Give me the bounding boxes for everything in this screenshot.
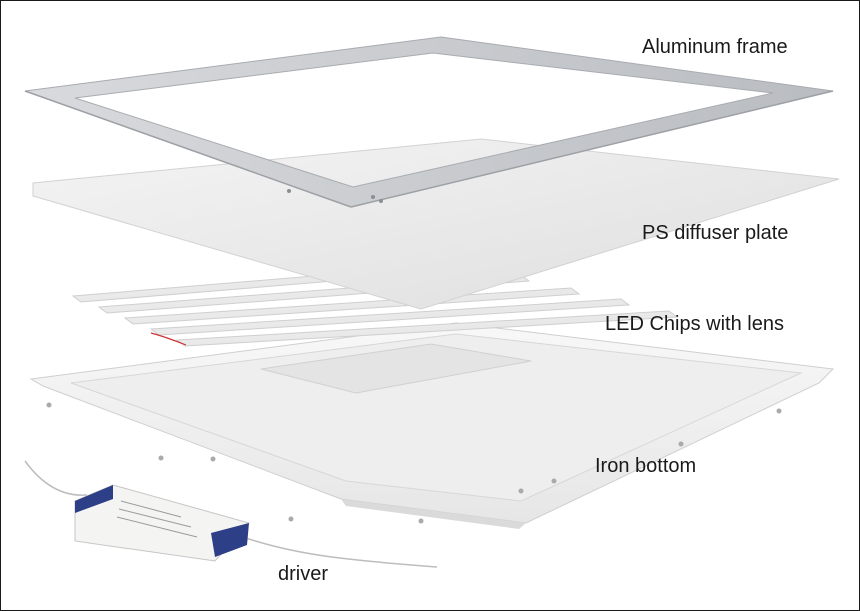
- label-driver: driver: [278, 563, 329, 585]
- iron-bottom-part: [29, 322, 835, 529]
- aluminum-frame-part: [24, 36, 834, 208]
- driver-output-wire: [242, 536, 438, 568]
- driver-cap-left: [75, 485, 113, 513]
- label-aluminum-frame: Aluminum frame: [642, 36, 788, 58]
- label-iron-bottom: Iron bottom: [595, 455, 697, 477]
- driver-cap-right: [211, 523, 249, 557]
- driver-part: [24, 460, 438, 568]
- led-wire: [150, 332, 187, 346]
- label-diffuser-plate: PS diffuser plate: [642, 222, 789, 244]
- label-led-chips: LED Chips with lens: [605, 313, 784, 335]
- diffuser-part: [32, 138, 840, 310]
- driver-input-wire: [24, 460, 88, 496]
